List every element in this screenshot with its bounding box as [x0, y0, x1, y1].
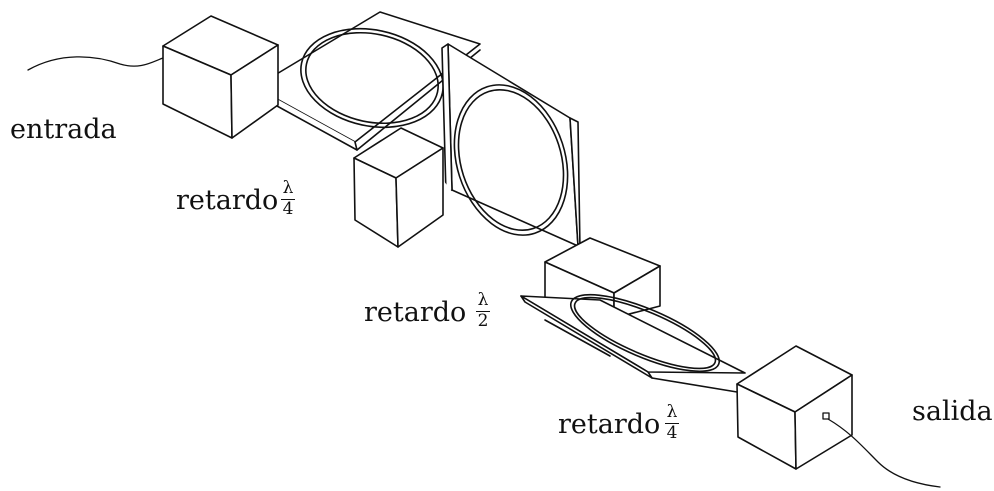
output-fiber [827, 418, 941, 488]
fraction-denominator: 4 [666, 423, 678, 443]
fraction-numerator: λ [477, 290, 489, 310]
retarder-label-3-text: retardo [558, 409, 661, 440]
middle-cube-1 [353, 127, 470, 248]
retarder-label-1-fraction: λ 4 [281, 180, 295, 218]
fraction-numerator: λ [666, 402, 678, 422]
output-cube [736, 345, 853, 470]
middle-cube-2 [544, 237, 661, 319]
fraction-numerator: λ [282, 178, 294, 198]
input-fiber [27, 56, 164, 71]
input-label: entrada [10, 114, 117, 145]
input-cube [162, 15, 279, 139]
retarder-label-2-text: retardo [364, 297, 467, 328]
retarder-label-1-text: retardo [176, 185, 279, 216]
output-label: salida [912, 396, 993, 427]
fraction-denominator: 2 [477, 311, 489, 331]
retarder-plate-2 [441, 43, 581, 251]
retarder-plate-3 [520, 293, 746, 393]
retarder-plate-1 [254, 11, 481, 151]
retarder-label-3-fraction: λ 4 [665, 404, 679, 442]
retarder-label-2-fraction: λ 2 [476, 292, 490, 330]
fraction-denominator: 4 [282, 199, 294, 219]
